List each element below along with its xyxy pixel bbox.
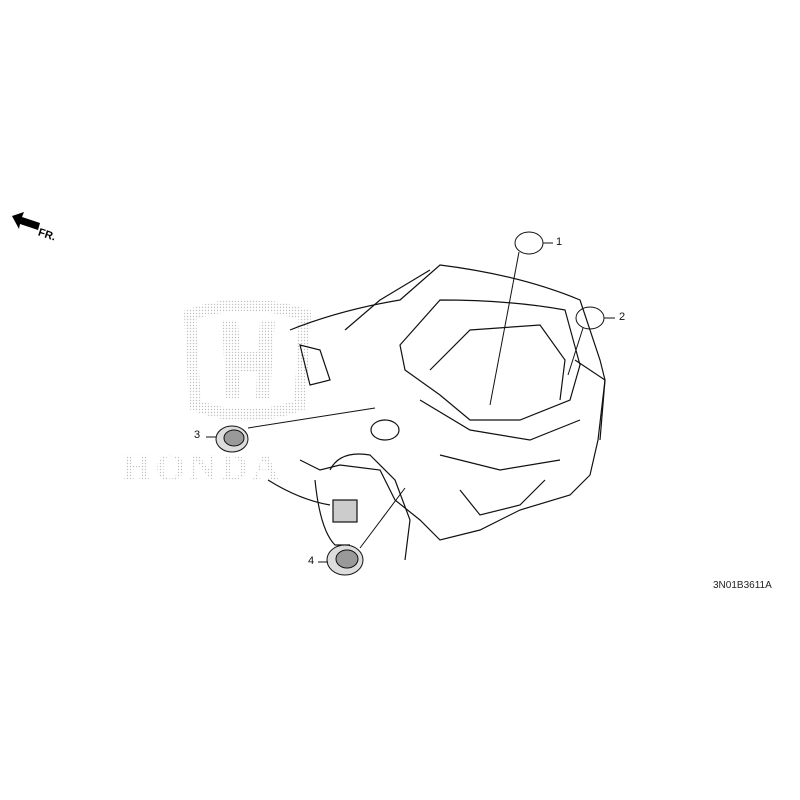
grommet-2[interactable] [575,306,605,330]
honda-logo-watermark: HONDA [122,299,312,489]
leader-lines [206,242,615,563]
callout-3[interactable]: 3 [194,429,201,441]
callout-2[interactable]: 2 [619,311,626,323]
callout-1[interactable]: 1 [556,236,563,248]
callout-4[interactable]: 4 [308,555,315,567]
honda-watermark-text: HONDA [122,447,283,489]
front-arrow-icon [12,212,40,230]
diagram-code: 3N01B3611A [713,580,772,591]
grommet-1[interactable] [514,231,544,255]
vehicle-body-outline [267,264,606,561]
grommet-3[interactable] [215,425,249,453]
grommet-4[interactable] [326,544,364,576]
